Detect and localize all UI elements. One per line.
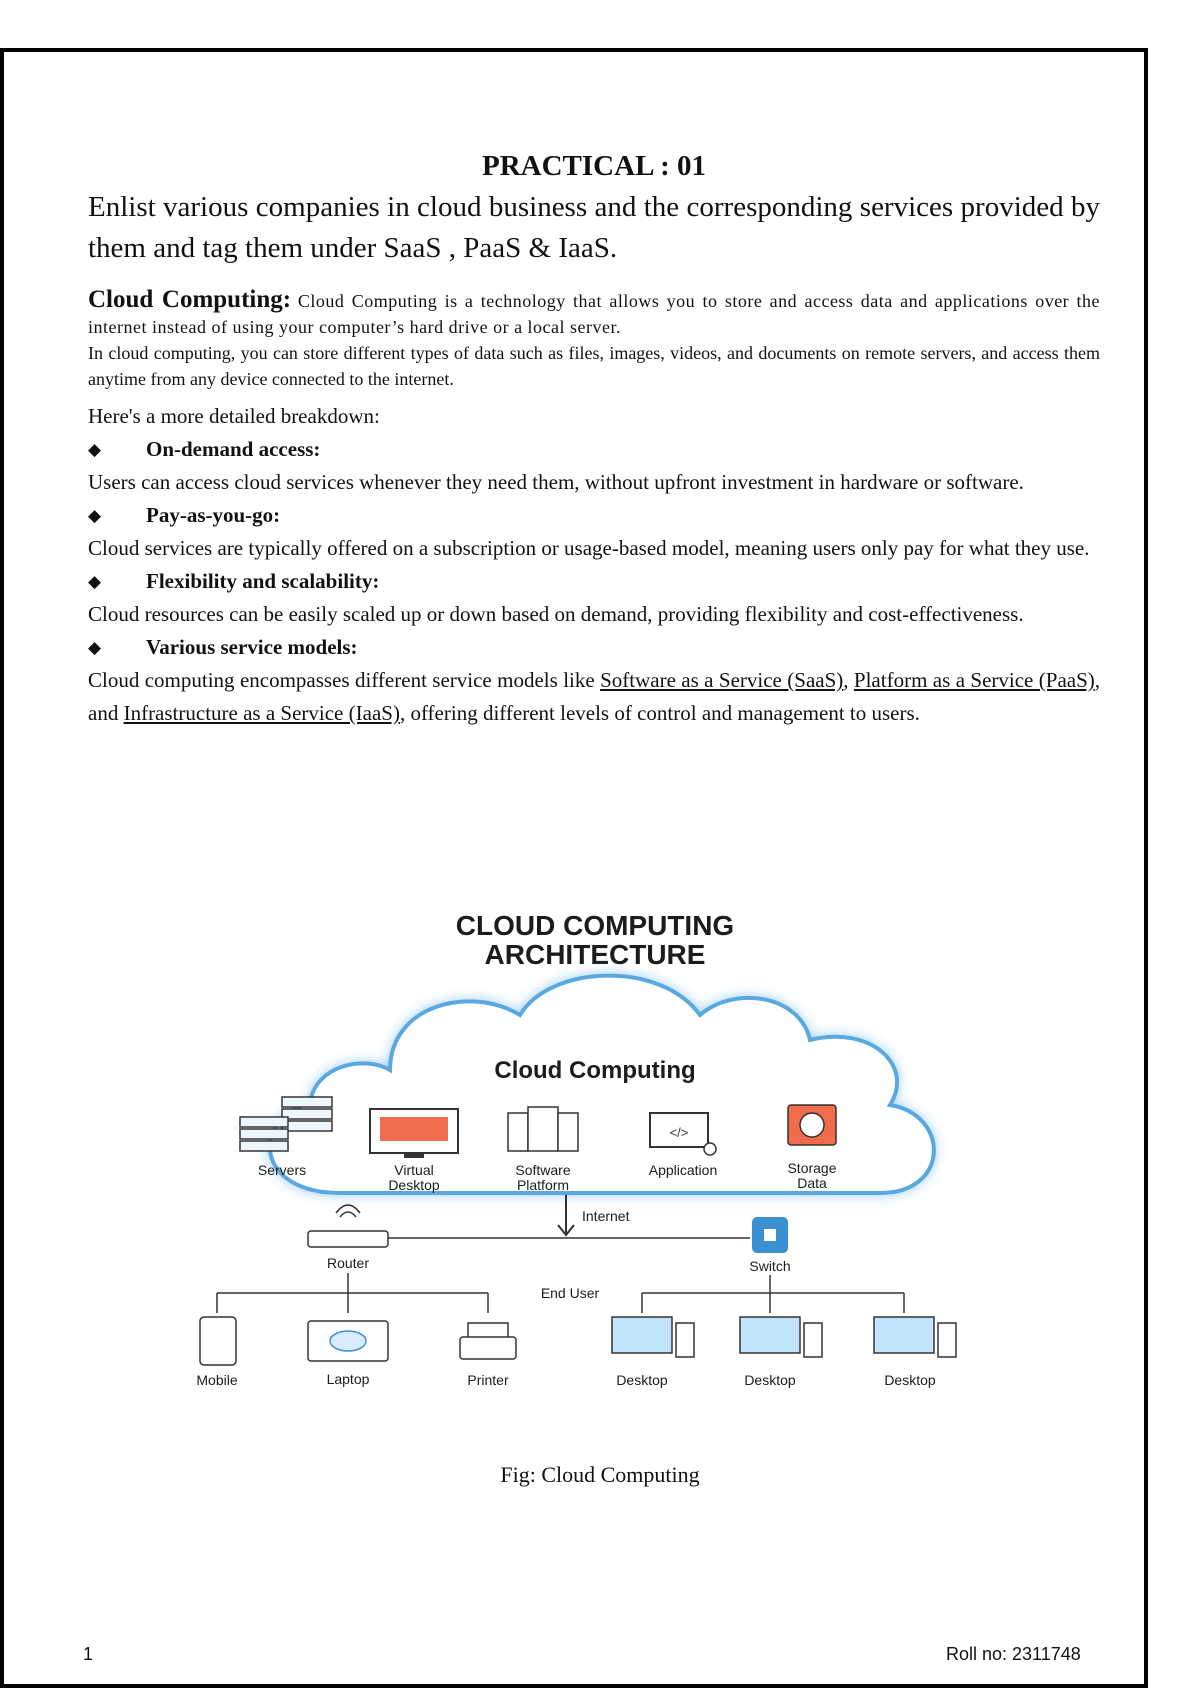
cloud-architecture-diagram: CLOUD COMPUTING ARCHITECTURE Cloud Compu… [196, 910, 957, 1388]
left-connectors [216, 1273, 489, 1313]
point-1: ◆ On-demand access: Users can access clou… [88, 433, 1100, 499]
point-4: ◆ Various service models: Cloud computing… [88, 631, 1100, 730]
desktop-icon [873, 1316, 957, 1358]
point-text-prefix: Cloud computing encompasses different se… [88, 668, 601, 692]
point-text-suffix: , offering different levels of control a… [399, 701, 920, 725]
device-label: Desktop [744, 1372, 796, 1388]
router-icon [307, 1204, 389, 1248]
arrow-head-icon [557, 1224, 575, 1237]
device-label: Printer [467, 1372, 509, 1388]
point-title: Pay-as-you-go: [146, 503, 281, 527]
device-label: Desktop [616, 1372, 668, 1388]
service-label: Software [515, 1162, 570, 1178]
paas-link[interactable]: Platform as a Service (PaaS) [853, 668, 1095, 692]
saas-link[interactable]: Software as a Service (SaaS) [600, 668, 844, 692]
cloud-label: Cloud Computing [494, 1057, 695, 1084]
point-title: Various service models: [146, 635, 358, 659]
storage-data-icon [787, 1104, 837, 1146]
separator: , and [88, 668, 1101, 725]
service-label: Application [649, 1162, 718, 1178]
printer-icon [459, 1322, 517, 1360]
service-label: Servers [258, 1162, 306, 1178]
point-title: Flexibility and scalability: [146, 569, 380, 593]
router-label: Router [327, 1255, 369, 1271]
internet-label: Internet [582, 1208, 630, 1224]
bullet-diamond-icon: ◆ [88, 572, 102, 591]
service-label: Desktop [388, 1177, 440, 1193]
laptop-cloud-icon [329, 1330, 367, 1352]
servers-icon [239, 1096, 333, 1152]
page-number: 1 [83, 1644, 94, 1664]
point-text: Cloud resources can be easily scaled up … [88, 602, 1024, 626]
desktop-icon [739, 1316, 823, 1358]
device-label: Laptop [327, 1371, 370, 1387]
breakdown-intro: Here's a more detailed breakdown: [88, 404, 380, 428]
software-platform-icon [507, 1106, 579, 1152]
bullet-diamond-icon: ◆ [88, 506, 102, 525]
bullet-diamond-icon: ◆ [88, 638, 102, 657]
service-label: Platform [517, 1177, 569, 1193]
point-3: ◆ Flexibility and scalability: Cloud reso… [88, 565, 1100, 631]
point-title: On-demand access: [146, 437, 321, 461]
diagram-title-line1: CLOUD COMPUTING [456, 910, 734, 941]
diagram-title-line2: ARCHITECTURE [485, 939, 706, 970]
desktop-icon [611, 1316, 695, 1358]
definition-term: Cloud Computing: [88, 286, 292, 313]
iaas-link[interactable]: Infrastructure as a Service (IaaS) [123, 701, 400, 725]
service-label: Storage [787, 1160, 836, 1176]
roll-number: Roll no: 2311748 [946, 1644, 1081, 1664]
definition-paragraph: Cloud Computing: Cloud Computing is a te… [88, 287, 1100, 340]
aim-statement: Enlist various companies in cloud busine… [88, 191, 1100, 264]
end-user-label: End User [541, 1285, 600, 1301]
point-text: Cloud computing encompasses different se… [88, 664, 1100, 730]
service-label: Virtual [394, 1162, 433, 1178]
code-glyph: </> [670, 1125, 689, 1140]
definition-text-2: In cloud computing, you can store differ… [88, 343, 1100, 389]
application-icon: </> [649, 1112, 717, 1156]
switch-label: Switch [749, 1258, 790, 1274]
point-2: ◆ Pay-as-you-go: Cloud services are typic… [88, 499, 1100, 565]
separator: , [843, 668, 854, 692]
virtual-desktop-icon [369, 1108, 459, 1158]
definition-text-1: Cloud Computing is a technology that all… [88, 291, 1100, 337]
switch-port [764, 1229, 776, 1241]
point-text: Users can access cloud services whenever… [88, 470, 1024, 494]
figure-caption: Fig: Cloud Computing [500, 1462, 700, 1487]
practical-heading: PRACTICAL : 01 [482, 150, 706, 182]
page-border [0, 48, 1148, 1688]
device-label: Mobile [196, 1372, 237, 1388]
document-body: PRACTICAL : 01 Enlist various companies … [88, 150, 1100, 730]
point-text: Cloud services are typically offered on … [88, 536, 1090, 560]
right-connectors [641, 1275, 905, 1313]
service-label: Data [797, 1175, 827, 1191]
bullet-diamond-icon: ◆ [88, 440, 102, 459]
device-label: Desktop [884, 1372, 936, 1388]
mobile-icon [199, 1316, 237, 1366]
